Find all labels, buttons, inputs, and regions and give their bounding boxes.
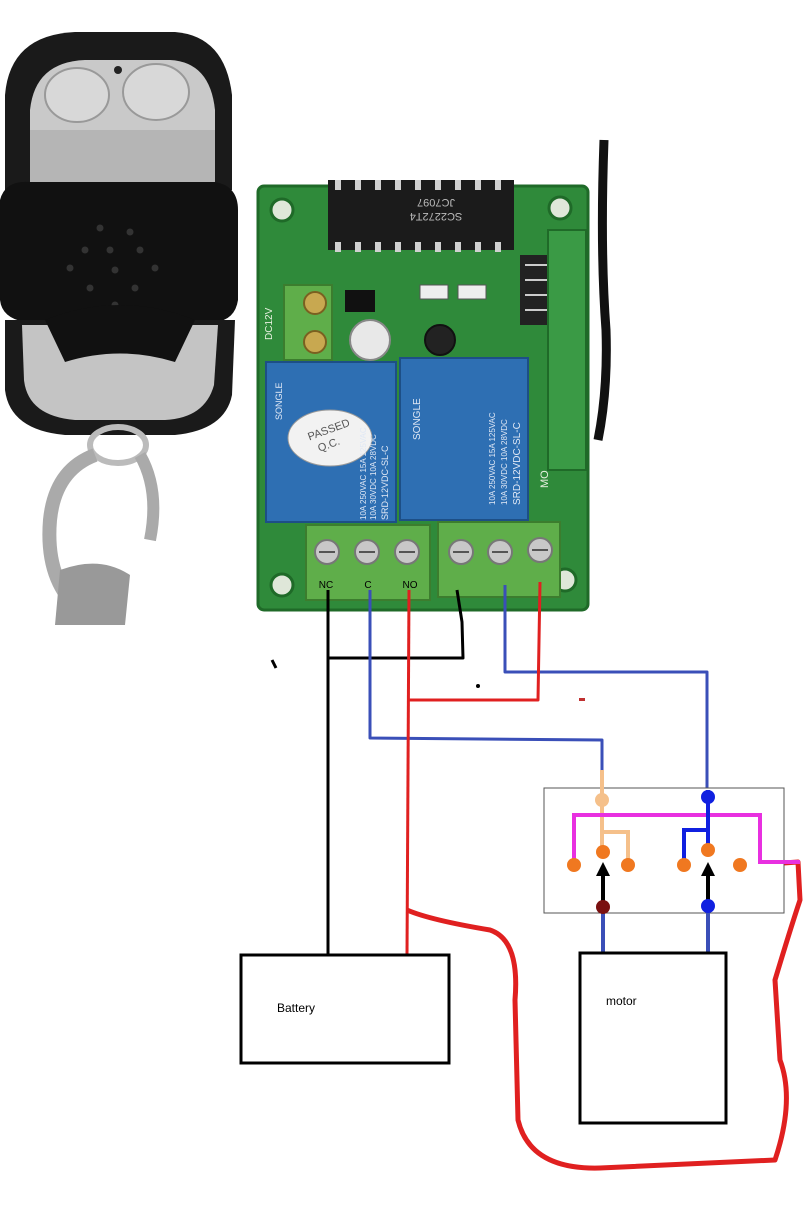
battery-label: Battery bbox=[277, 1001, 315, 1015]
wire-blue-right bbox=[503, 585, 709, 790]
wire-blue-c-to-switch bbox=[368, 590, 604, 770]
mo-label: MO bbox=[539, 470, 551, 488]
chip-label: SC2272T4 bbox=[410, 210, 463, 222]
qc-sticker bbox=[287, 409, 373, 467]
fob-led bbox=[114, 66, 122, 74]
relay-right-brand: SONGLE bbox=[412, 398, 423, 440]
dot-darkred bbox=[596, 900, 610, 914]
dot-orange-5 bbox=[701, 843, 715, 857]
relay-left-spec1: 10A 250VAC 15A 125VAC bbox=[359, 427, 368, 520]
wire-red-loop bbox=[406, 859, 803, 1171]
terminal-label-nc: NC bbox=[319, 580, 333, 591]
relay-right-spec2: 10A 30VDC 10A 28VDC bbox=[500, 419, 509, 505]
rf-module bbox=[547, 229, 587, 471]
dot-blue-top bbox=[701, 790, 715, 804]
dot-orange-1 bbox=[567, 858, 581, 872]
battery: Battery bbox=[239, 953, 451, 1065]
wire-black-bridge bbox=[328, 589, 465, 660]
relay-left-brand: SONGLE bbox=[274, 382, 284, 420]
chip-label-2: JC7097 bbox=[417, 196, 455, 208]
terminal-label-c: C bbox=[364, 580, 371, 591]
capacitor bbox=[349, 319, 391, 361]
stray-mark bbox=[270, 659, 278, 669]
wire-red-right bbox=[407, 581, 542, 702]
dot-orange-6 bbox=[733, 858, 747, 872]
motor: motor bbox=[578, 951, 728, 1125]
fob-button-left bbox=[44, 67, 110, 123]
relay-right-spec1: 10A 250VAC 15A 125VAC bbox=[488, 412, 497, 505]
stray-dot-red bbox=[579, 698, 585, 701]
switch-box bbox=[543, 787, 785, 914]
battery-box bbox=[239, 953, 451, 1065]
dot-blue-bottom bbox=[701, 899, 715, 913]
wire-magenta-cross bbox=[572, 813, 800, 865]
wire-red-no-battery bbox=[405, 589, 411, 956]
relay-left-model: SRD-12VDC-SL-C bbox=[380, 445, 390, 520]
capacitor-2 bbox=[424, 324, 456, 356]
fob-button-right bbox=[122, 63, 190, 121]
dot-orange-2 bbox=[596, 845, 610, 859]
relay-left-spec2: 10A 30VDC 10A 28VDC bbox=[369, 434, 378, 520]
motor-box bbox=[578, 951, 728, 1125]
receiver-board: SC2272T4 JC7097 DC12V MO PASSED Q.C. SRD… bbox=[256, 139, 611, 612]
relay-right-model: SRD-12VDC-SL-C bbox=[512, 422, 523, 505]
dpdt-switch bbox=[543, 770, 800, 955]
stray-dot bbox=[476, 684, 480, 688]
wires bbox=[326, 581, 803, 1171]
dot-orange-3 bbox=[621, 858, 635, 872]
power-label: DC12V bbox=[264, 307, 275, 340]
dot-peach bbox=[595, 793, 609, 807]
motor-label: motor bbox=[606, 994, 637, 1008]
dot-orange-4 bbox=[677, 858, 691, 872]
remote-key-fob bbox=[0, 32, 238, 625]
ic-chip bbox=[328, 180, 514, 250]
terminal-label-no: NO bbox=[403, 580, 418, 591]
relay-right bbox=[399, 357, 529, 521]
